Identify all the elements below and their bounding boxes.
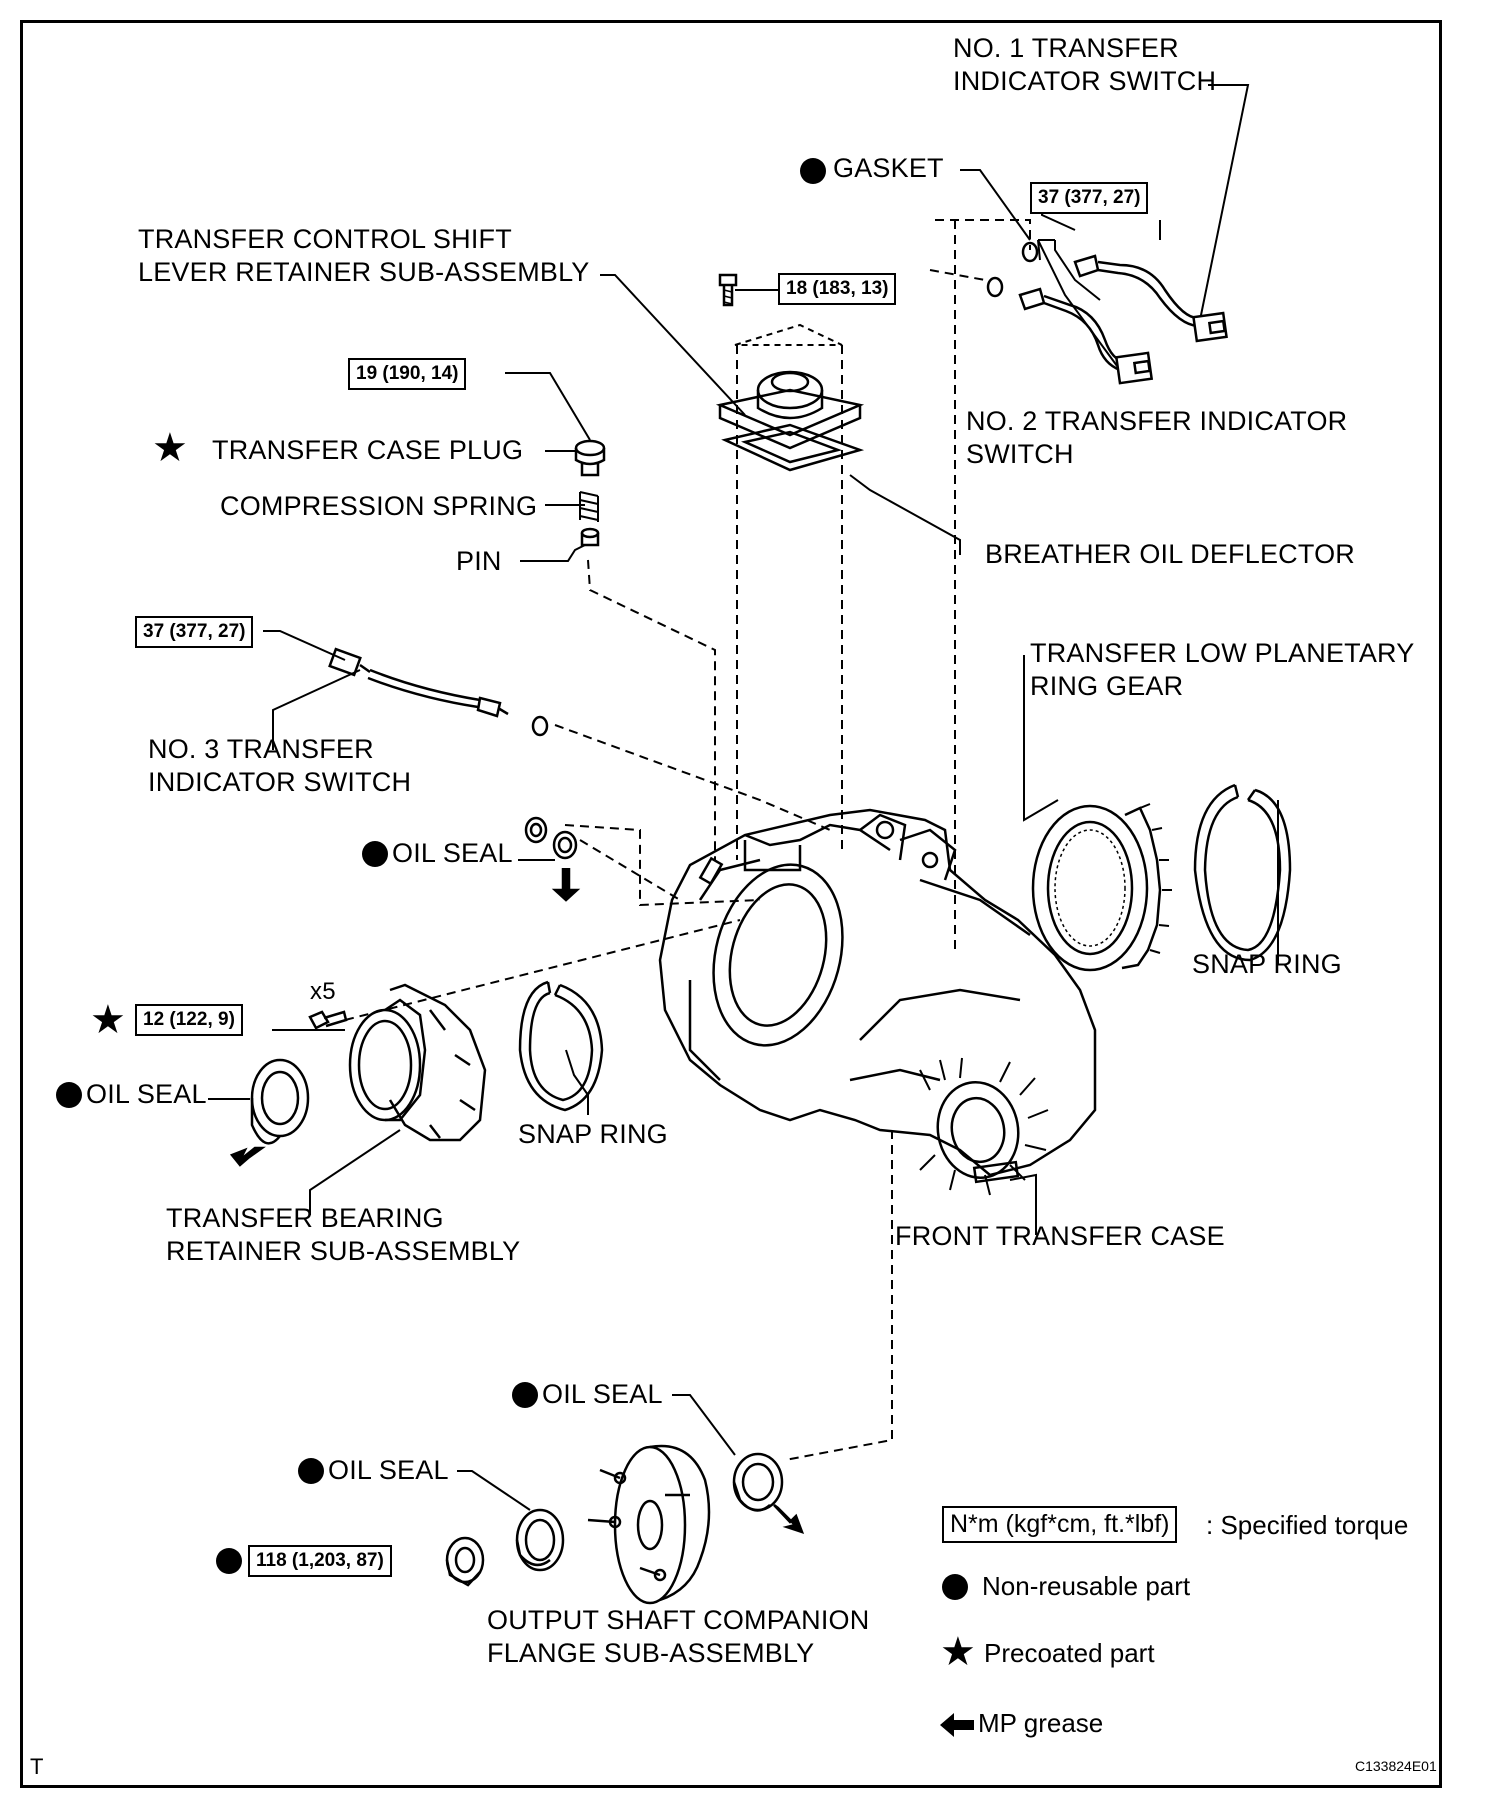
no1-switch-part bbox=[1073, 254, 1228, 343]
label-no2-switch: NO. 2 TRANSFER INDICATOR SWITCH bbox=[966, 406, 1348, 469]
no3-switch-part bbox=[328, 647, 549, 737]
bullet-companion-nut bbox=[216, 1548, 242, 1574]
compression-spring-part bbox=[579, 491, 599, 522]
torque-no3-switch: 37 (377, 27) bbox=[135, 616, 254, 648]
gaskets-top bbox=[986, 241, 1039, 298]
label-case-plug: TRANSFER CASE PLUG bbox=[212, 435, 524, 465]
bullet-oil-seal-left bbox=[56, 1082, 82, 1108]
label-oil-seal-upper: OIL SEAL bbox=[392, 838, 513, 868]
bullet-oil-seal-lower-left bbox=[298, 1458, 324, 1484]
label-ring-gear: TRANSFER LOW PLANETARY RING GEAR bbox=[1030, 638, 1415, 701]
front-transfer-case-body bbox=[658, 808, 1097, 1196]
bearing-retainer-bolt bbox=[308, 1010, 348, 1030]
corner-letter: T bbox=[30, 1754, 44, 1779]
breather-oil-deflector bbox=[721, 423, 865, 472]
label-pin: PIN bbox=[456, 546, 502, 576]
ring-gear-part bbox=[1031, 803, 1172, 972]
torque-bearing-retainer-bolt: 12 (122, 9) bbox=[135, 1004, 243, 1036]
label-front-transfer-case: FRONT TRANSFER CASE bbox=[895, 1221, 1225, 1251]
bullet-gasket bbox=[800, 158, 826, 184]
companion-flange-part bbox=[587, 1444, 711, 1605]
retainer-bolt bbox=[718, 273, 738, 307]
label-no3-switch: NO. 3 TRANSFER INDICATOR SWITCH bbox=[148, 734, 412, 797]
no2-switch-part bbox=[1018, 287, 1154, 385]
assembly-dashed-lines bbox=[344, 219, 1031, 1461]
bullet-oil-seal-lower-right bbox=[512, 1382, 538, 1408]
torque-retainer-bolt: 18 (183, 13) bbox=[778, 273, 897, 305]
bearing-retainer-part bbox=[348, 983, 487, 1142]
legend-torque-desc: : Specified torque bbox=[1206, 1510, 1409, 1540]
legend-filled-circle-icon bbox=[942, 1574, 968, 1600]
case-plug-part bbox=[574, 439, 606, 477]
label-oil-seal-lower-right: OIL SEAL bbox=[542, 1379, 663, 1409]
label-shift-lever-retainer: TRANSFER CONTROL SHIFT LEVER RETAINER SU… bbox=[138, 224, 590, 287]
legend-torque-unit: N*m (kgf*cm, ft.*lbf) bbox=[942, 1506, 1178, 1543]
legend-arrow-icon bbox=[940, 1713, 974, 1737]
companion-nut-part bbox=[445, 1536, 485, 1587]
star-bearing-retainer-bolt: ★ bbox=[90, 998, 126, 1042]
torque-case-plug: 19 (190, 14) bbox=[348, 358, 467, 390]
label-no1-switch: NO. 1 TRANSFER INDICATOR SWITCH bbox=[953, 33, 1217, 96]
oil-seal-upper-part bbox=[524, 816, 581, 902]
snap-ring-right-part bbox=[1193, 783, 1292, 962]
label-compression-spring: COMPRESSION SPRING bbox=[220, 491, 538, 521]
label-breather-deflector: BREATHER OIL DEFLECTOR bbox=[985, 539, 1355, 569]
figure-frame bbox=[20, 20, 1442, 1788]
label-qty-x5: x5 bbox=[310, 978, 336, 1005]
leader-lines bbox=[208, 84, 1279, 1511]
label-snap-ring-middle: SNAP RING bbox=[518, 1119, 668, 1149]
oil-seal-lower-right-part bbox=[732, 1452, 805, 1535]
legend-precoated: Precoated part bbox=[984, 1638, 1155, 1668]
legend-star-icon: ★ bbox=[940, 1630, 976, 1674]
label-gasket: GASKET bbox=[833, 153, 944, 183]
legend-mp-grease: MP grease bbox=[978, 1708, 1104, 1738]
label-snap-ring-right: SNAP RING bbox=[1192, 949, 1342, 979]
bullet-oil-seal-upper bbox=[362, 841, 388, 867]
star-case-plug: ★ bbox=[152, 426, 188, 470]
snap-ring-middle-part bbox=[518, 980, 604, 1112]
label-oil-seal-left: OIL SEAL bbox=[86, 1079, 207, 1109]
torque-companion-nut: 118 (1,203, 87) bbox=[248, 1545, 392, 1577]
shift-lever-retainer bbox=[715, 323, 865, 450]
figure-code: C133824E01 bbox=[1355, 1758, 1437, 1774]
oil-seal-lower-left-part bbox=[515, 1508, 565, 1572]
oil-seal-left-part bbox=[229, 1058, 310, 1167]
pin-part bbox=[580, 527, 600, 547]
label-bearing-retainer: TRANSFER BEARING RETAINER SUB-ASSEMBLY bbox=[166, 1203, 521, 1266]
torque-no1-switch: 37 (377, 27) bbox=[1030, 182, 1149, 214]
label-companion-flange: OUTPUT SHAFT COMPANION FLANGE SUB-ASSEMB… bbox=[487, 1605, 870, 1668]
label-oil-seal-lower-left: OIL SEAL bbox=[328, 1455, 449, 1485]
legend-non-reusable: Non-reusable part bbox=[982, 1571, 1191, 1601]
